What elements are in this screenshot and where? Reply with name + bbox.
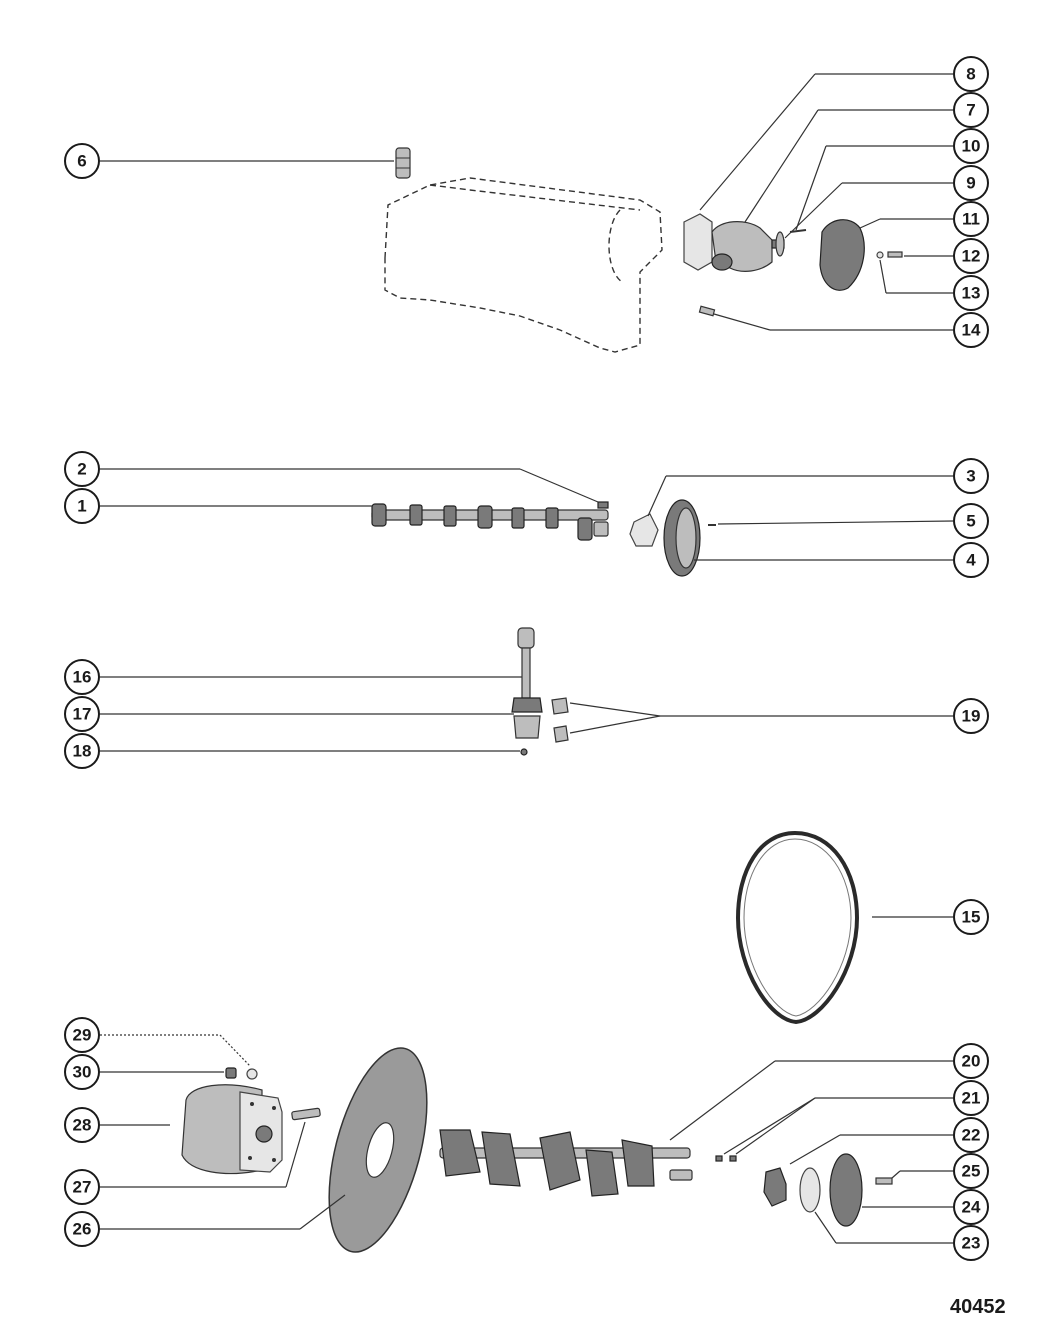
callout-25: 25 <box>953 1153 989 1189</box>
svg-text:19: 19 <box>962 707 981 726</box>
bolt-part-12 <box>887 251 903 258</box>
callout-13: 13 <box>953 275 989 311</box>
callout-19: 19 <box>953 698 989 734</box>
svg-text:1: 1 <box>77 497 86 516</box>
callout-9: 9 <box>953 165 989 201</box>
callout-15: 15 <box>953 899 989 935</box>
callout-5: 5 <box>953 503 989 539</box>
callout-22: 22 <box>953 1117 989 1153</box>
svg-text:28: 28 <box>73 1116 92 1135</box>
svg-text:21: 21 <box>962 1089 981 1108</box>
callout-3: 3 <box>953 458 989 494</box>
callout-28: 28 <box>64 1107 100 1143</box>
crank-sprocket-part-22 <box>763 1167 787 1207</box>
callout-27: 27 <box>64 1169 100 1205</box>
callout-6: 6 <box>64 143 100 179</box>
svg-text:15: 15 <box>962 908 981 927</box>
small-parts-29-30 <box>225 1067 258 1080</box>
svg-text:5: 5 <box>966 512 975 531</box>
svg-text:13: 13 <box>962 284 981 303</box>
svg-text:3: 3 <box>966 467 975 486</box>
pump-shaft-part-9 <box>771 231 785 257</box>
washer-part-13 <box>876 251 884 259</box>
camshaft-part-1 <box>371 503 609 541</box>
callout-29: 29 <box>64 1017 100 1053</box>
callout-11: 11 <box>953 201 989 237</box>
thrust-plate-part-3 <box>629 513 659 547</box>
callout-4: 4 <box>953 542 989 578</box>
damper-parts-23-24-25 <box>799 1153 893 1227</box>
valve-lifter-part-6 <box>395 147 411 179</box>
svg-text:22: 22 <box>962 1126 981 1145</box>
rod-nut-part-18 <box>520 748 528 756</box>
svg-text:25: 25 <box>962 1162 981 1181</box>
keys-part-21 <box>715 1155 737 1162</box>
svg-text:10: 10 <box>962 137 981 156</box>
key-part-2 <box>597 501 609 509</box>
cam-sprocket-part-4 <box>663 499 701 577</box>
callout-14: 14 <box>953 312 989 348</box>
crankshaft-part-20 <box>439 1129 693 1197</box>
svg-text:12: 12 <box>962 247 981 266</box>
svg-text:27: 27 <box>73 1178 92 1197</box>
callout-7: 7 <box>953 92 989 128</box>
pump-gasket-part-8 <box>683 213 713 271</box>
flywheel-part-26 <box>328 1047 428 1253</box>
callout-20: 20 <box>953 1043 989 1079</box>
svg-text:18: 18 <box>73 742 92 761</box>
callout-8: 8 <box>953 56 989 92</box>
svg-text:23: 23 <box>962 1234 981 1253</box>
svg-text:17: 17 <box>73 705 92 724</box>
rod-bearings-part-19 <box>551 697 569 743</box>
callout-16: 16 <box>64 659 100 695</box>
leader-lines <box>100 73 954 1244</box>
svg-text:20: 20 <box>962 1052 981 1071</box>
stud-part-27 <box>291 1107 321 1121</box>
callout-12: 12 <box>953 238 989 274</box>
engine-block <box>384 177 663 353</box>
svg-text:6: 6 <box>77 152 86 171</box>
callout-24: 24 <box>953 1189 989 1225</box>
svg-text:26: 26 <box>73 1220 92 1239</box>
coupler-housing-part-28 <box>181 1084 283 1175</box>
svg-text:14: 14 <box>962 321 981 340</box>
connecting-rod-part-16 <box>511 627 543 713</box>
svg-text:11: 11 <box>962 210 980 229</box>
screw-part-10 <box>789 229 807 233</box>
callout-18: 18 <box>64 733 100 769</box>
svg-text:2: 2 <box>77 460 86 479</box>
callout-30: 30 <box>64 1054 100 1090</box>
timing-chain-part-15 <box>735 830 860 1025</box>
callout-26: 26 <box>64 1211 100 1247</box>
svg-text:16: 16 <box>73 668 92 687</box>
svg-text:29: 29 <box>73 1026 92 1045</box>
callout-21: 21 <box>953 1080 989 1116</box>
callout-10: 10 <box>953 128 989 164</box>
callout-17: 17 <box>64 696 100 732</box>
svg-text:30: 30 <box>73 1063 92 1082</box>
bolt-part-14 <box>698 305 716 317</box>
svg-text:8: 8 <box>966 65 975 84</box>
callout-1: 1 <box>64 488 100 524</box>
svg-text:4: 4 <box>966 551 976 570</box>
callout-23: 23 <box>953 1225 989 1261</box>
pump-body-part-7 <box>711 221 773 272</box>
rod-cap-part-17 <box>513 715 541 739</box>
svg-text:9: 9 <box>966 174 975 193</box>
drawing-number: 40452 <box>950 1296 1006 1318</box>
pulley-hub-part-11 <box>819 219 865 291</box>
svg-text:24: 24 <box>962 1198 981 1217</box>
callout-2: 2 <box>64 451 100 487</box>
svg-text:7: 7 <box>966 101 975 120</box>
